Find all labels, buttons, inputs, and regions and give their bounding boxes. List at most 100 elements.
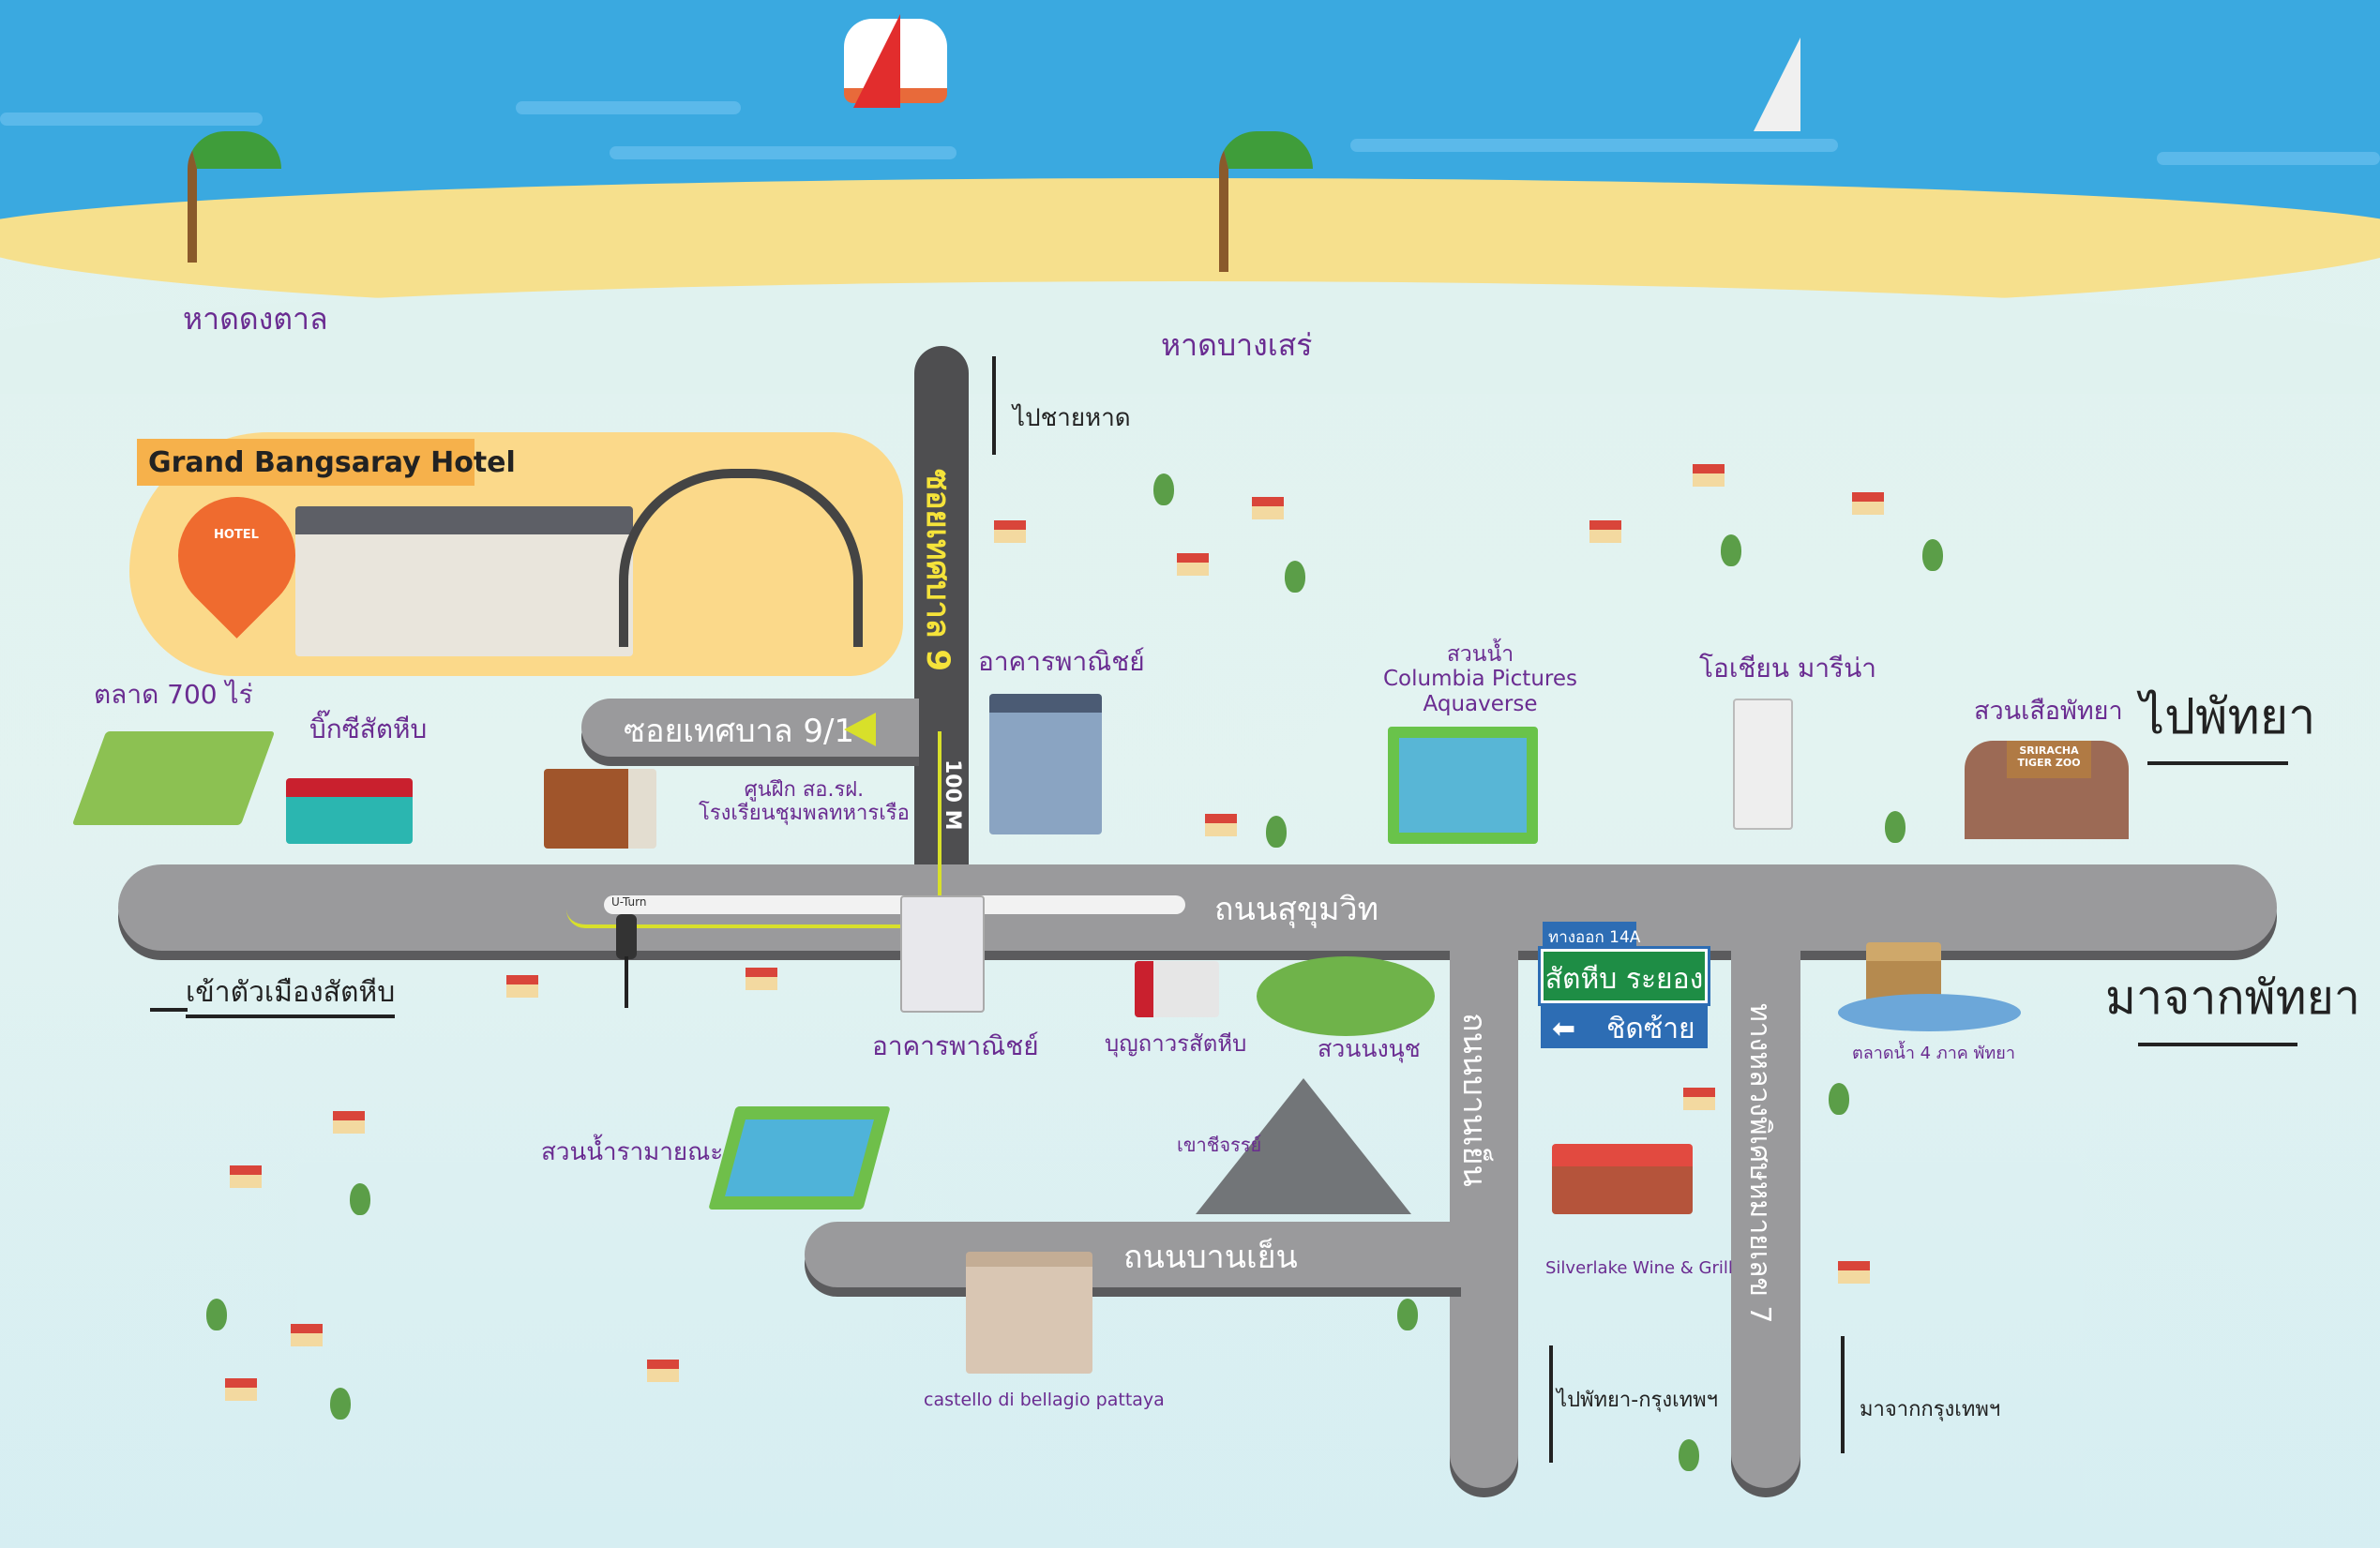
place-khao-chi-chan[interactable]: เขาชีจรรย์ (1177, 1134, 1262, 1156)
place-boonthavorn[interactable]: บุญถาวรสัตหีบ (1105, 1030, 1247, 1057)
beach-label-dongtan: หาดดงตาล (183, 301, 328, 337)
arrow-down-icon (1549, 1345, 1553, 1463)
road-label-banyen-vertical: ถนนบานเย็น (1455, 1013, 1493, 1187)
school-building[interactable] (544, 769, 656, 849)
exit-sign-tab: ทางออก 14A (1543, 922, 1640, 947)
beach-label-bangsaray: หาดบางเสร่ (1161, 327, 1313, 363)
house-icon (230, 1165, 262, 1188)
hotel-title[interactable]: Grand Bangsaray Hotel (137, 439, 516, 486)
direction-to-beach: ไปชายหาด (1013, 404, 1131, 432)
hotel-building[interactable] (295, 506, 633, 656)
road-label-soi9-1: ซอยเทศบาล 9/1 (624, 713, 855, 750)
direction-to-pattaya-bkk: ไปพัทยา-กรุงเทพฯ (1557, 1389, 1718, 1412)
wave (516, 101, 741, 114)
khao-chi-chan-mountain[interactable] (1196, 1078, 1411, 1214)
road-label-sukhumvit: ถนนสุขุมวิท (1214, 891, 1378, 928)
house-icon (994, 520, 1026, 543)
place-market700[interactable]: ตลาด 700 ไร่ (94, 679, 253, 710)
tree-icon (1679, 1439, 1699, 1471)
place-ocean-marina[interactable]: โอเชียน มารีน่า (1699, 653, 1876, 684)
ocean-marina-tower[interactable] (1733, 699, 1793, 830)
traffic-light-pole (625, 956, 628, 1008)
arrow-left-icon: ⬅ (1552, 1013, 1576, 1045)
castello-building[interactable] (966, 1252, 1092, 1374)
tree-icon (1397, 1299, 1418, 1330)
commercial-tower[interactable] (900, 895, 985, 1013)
sailboat-icon (1754, 38, 1800, 131)
traffic-light-icon (616, 914, 637, 959)
tree-icon (1829, 1083, 1849, 1115)
tree-icon (1153, 473, 1174, 505)
arrow-up-icon (1841, 1336, 1845, 1453)
house-icon (1683, 1088, 1715, 1110)
road-label-soi9: ซอยเทศบาล 9 (919, 469, 957, 672)
house-icon (506, 975, 538, 998)
sign-destinations: สัตหีบ ระยอง (1538, 946, 1710, 1006)
tree-icon (206, 1299, 227, 1330)
route-arrow-icon (844, 713, 876, 746)
road-highway7 (1731, 949, 1800, 1488)
market-illustration[interactable] (71, 731, 276, 825)
silverlake-building[interactable] (1552, 1144, 1693, 1214)
house-icon (1838, 1261, 1870, 1284)
waterpark-columbia[interactable] (1388, 727, 1538, 844)
palm-tree-icon (188, 131, 281, 263)
uturn-label: U-Turn (611, 895, 647, 909)
place-commercial2[interactable]: อาคารพาณิชย์ (872, 1030, 1039, 1061)
direction-from-pattaya: มาจากพัทยา (2105, 970, 2360, 1025)
house-icon (1693, 464, 1725, 487)
place-nongnooch[interactable]: สวนนงนุช (1318, 1035, 1421, 1062)
place-silverlake[interactable]: Silverlake Wine & Grill (1545, 1258, 1733, 1278)
place-castello[interactable]: castello di bellagio pattaya (924, 1390, 1165, 1410)
ramayana-waterpark[interactable] (708, 1106, 891, 1210)
tree-icon (1922, 539, 1943, 571)
sailboat-icon (853, 14, 900, 108)
road-banyen-vertical (1450, 949, 1518, 1488)
tiger-zoo-sign: SRIRACHA TIGER ZOO (2007, 741, 2091, 778)
place-commercial1[interactable]: อาคารพาณิชย์ (978, 646, 1145, 677)
median-strip (604, 895, 1185, 914)
tree-icon (1285, 561, 1305, 593)
arrow-left-icon (2138, 1043, 2297, 1046)
sign-keep-left: ชิดซ้าย (1541, 1005, 1708, 1048)
road-label-banyen-horizontal: ถนนบานเย็น (1123, 1239, 1298, 1276)
hotel-gate (619, 469, 863, 647)
place-ramayana[interactable]: สวนน้ำรามายณะ (541, 1138, 724, 1166)
tree-icon (350, 1183, 370, 1215)
road-sukhumvit (118, 864, 2277, 951)
arrow-right-icon (2147, 761, 2288, 765)
direction-from-bkk: มาจากกรุงเทพฯ (1860, 1398, 2001, 1421)
floating-market-hut[interactable] (1866, 942, 1941, 1003)
house-icon (1589, 520, 1621, 543)
house-icon (333, 1111, 365, 1134)
place-tiger-zoo[interactable]: สวนเสือพัทยา (1974, 697, 2123, 726)
house-icon (647, 1360, 679, 1382)
route-path (566, 731, 941, 928)
road-label-highway7: ทางหลวงพิเศษหมายเลข 7 (1743, 1003, 1776, 1324)
direction-to-pattaya: ไปพัทยา (2140, 689, 2316, 745)
distance-label: 100 M (941, 759, 964, 831)
house-icon (291, 1324, 323, 1346)
place-columbia[interactable]: สวนน้ำ Columbia Pictures Aquaverse (1383, 642, 1577, 716)
boonthavorn-store[interactable] (1135, 961, 1219, 1017)
wave (1350, 139, 1838, 152)
floating-market-water (1838, 994, 2021, 1031)
place-floating-market[interactable]: ตลาดน้ำ 4 ภาค พัทยา (1852, 1044, 2015, 1063)
hotel-pin-label: HOTEL (214, 528, 259, 542)
house-icon (1205, 814, 1237, 836)
nongnooch-garden[interactable] (1257, 956, 1435, 1036)
wave (610, 146, 957, 159)
tree-icon (1266, 816, 1287, 848)
wave (0, 113, 263, 126)
bigc-store[interactable] (286, 778, 413, 844)
direction-to-sattahip: เข้าตัวเมืองสัตหีบ (186, 970, 396, 1018)
house-icon (1252, 497, 1284, 519)
place-school[interactable]: ศูนฝึก สอ.รฝ. โรงเรียนชุมพลทหารเรือ (699, 778, 910, 826)
tree-icon (1721, 534, 1741, 566)
house-icon (225, 1378, 257, 1401)
place-bigc[interactable]: บิ๊กซีสัตหีบ (309, 714, 428, 744)
commercial-building[interactable] (989, 694, 1102, 834)
arrow-up-icon (992, 356, 996, 455)
house-icon (1177, 553, 1209, 576)
land (0, 281, 2380, 394)
